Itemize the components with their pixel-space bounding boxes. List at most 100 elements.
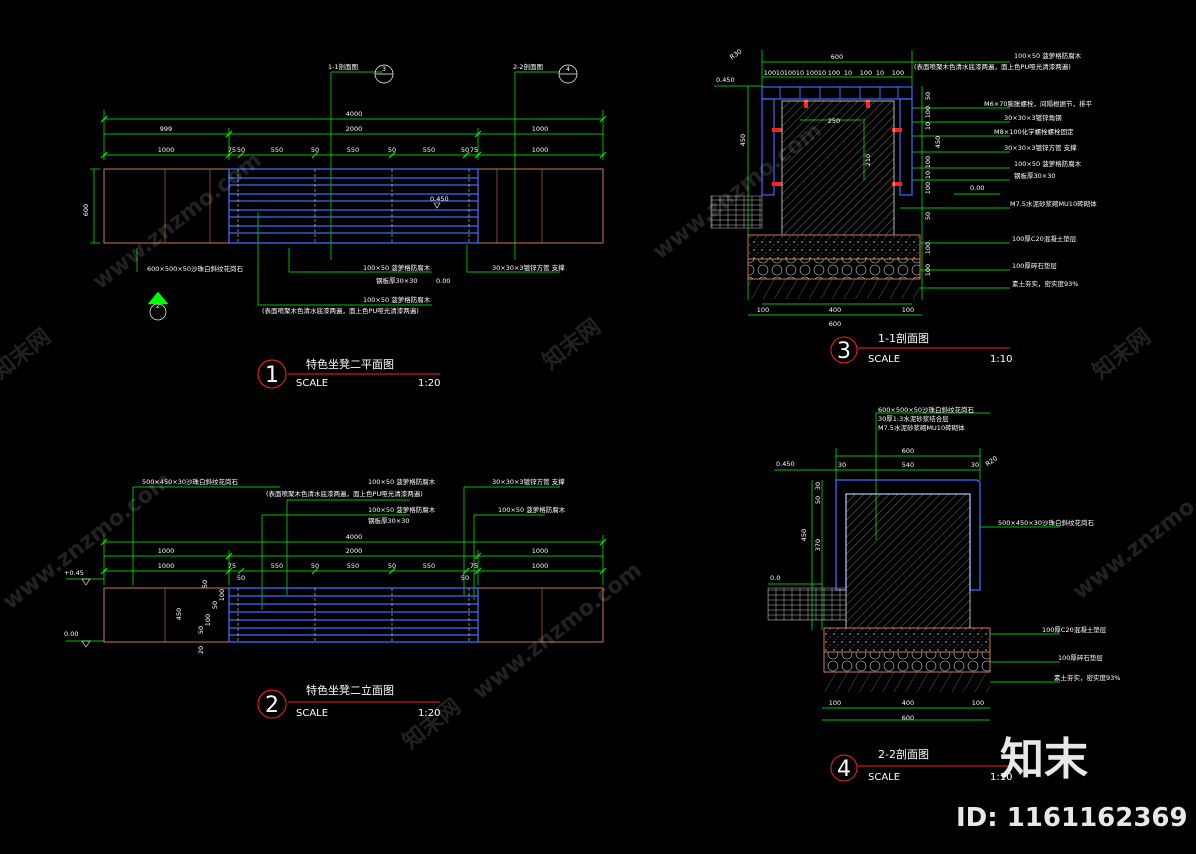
elevation-view: 4000 1000 2000 1000 1000 75 50 550 50 55… (64, 477, 607, 719)
svg-text:50: 50 (924, 92, 932, 100)
svg-text:75: 75 (228, 562, 236, 570)
plan-view: 4000 999 2000 1000 1000 75 50 550 50 550… (82, 62, 607, 389)
svg-text:600: 600 (902, 714, 914, 722)
svg-text:450: 450 (800, 529, 808, 541)
svg-text:210: 210 (864, 154, 872, 166)
svg-text:10: 10 (924, 171, 932, 179)
svg-text:(表面喷聚木色清水底漆两遍，面上色PU哑光清漆两遍): (表面喷聚木色清水底漆两遍，面上色PU哑光清漆两遍) (914, 62, 1071, 71)
section2-title-circle (830, 754, 858, 782)
svg-text:1000: 1000 (158, 547, 175, 555)
svg-text:50: 50 (814, 496, 822, 504)
elevation-number: 2 (265, 693, 279, 718)
svg-text:M7.5水泥砂浆砌MU10砖砌体: M7.5水泥砂浆砌MU10砖砌体 (878, 423, 965, 432)
section2-view: 600 30 540 30 30 50 370 450 100 400 100 … (767, 405, 1120, 783)
svg-text:www.znzmo.com: www.znzmo.com (1068, 458, 1196, 605)
svg-text:10: 10 (796, 69, 804, 77)
elevation-level-top: +0.45 (64, 569, 84, 577)
svg-text:1000: 1000 (532, 547, 549, 555)
svg-text:知末网: 知末网 (0, 324, 56, 385)
svg-text:www.znzmo.com: www.znzmo.com (0, 468, 177, 615)
section2-scale-label: SCALE (868, 772, 900, 783)
svg-text:10: 10 (876, 69, 884, 77)
svg-text:M7.5水泥砂浆砌MU10砖砌体: M7.5水泥砂浆砌MU10砖砌体 (1010, 199, 1097, 208)
svg-text:30: 30 (971, 461, 979, 469)
svg-text:100: 100 (860, 69, 872, 77)
svg-text:100厚C20混凝土垫层: 100厚C20混凝土垫层 (1042, 625, 1107, 634)
svg-text:100×50 菠萝格防腐木: 100×50 菠萝格防腐木 (363, 263, 431, 272)
section2-notes-top: 600×500×50沙珠白斜纹花岗石 30厚1:3水泥砂浆结合层 M7.5水泥砂… (878, 405, 974, 432)
section1-level2: 0.00 (970, 184, 984, 192)
section2-radius: R20 (984, 454, 999, 468)
svg-text:钢板厚30×30: 钢板厚30×30 (1014, 171, 1056, 180)
svg-text:30×30×3镀锌方管 支撑: 30×30×3镀锌方管 支撑 (492, 477, 565, 486)
svg-text:100: 100 (924, 182, 932, 194)
section1-title: 1-1剖面图 (878, 331, 929, 345)
svg-text:500×450×30沙珠白斜纹花岗石: 500×450×30沙珠白斜纹花岗石 (142, 477, 238, 486)
section1-level: 0.450 (716, 76, 735, 84)
svg-text:100: 100 (806, 69, 818, 77)
svg-text:400: 400 (902, 699, 914, 707)
svg-text:100: 100 (204, 614, 212, 626)
plan-dim-total: 4000 (346, 110, 363, 118)
svg-text:知末网: 知末网 (538, 314, 606, 375)
watermark-logo: 知末 (1000, 734, 1088, 785)
elevation-level-bottom: 0.00 (64, 630, 78, 638)
section1-paving (710, 195, 763, 229)
svg-text:M6×70膨胀螺栓，间隔根据节，排平: M6×70膨胀螺栓，间隔根据节，排平 (984, 99, 1092, 108)
plan-side-dim: 600 (82, 204, 90, 216)
svg-text:M8×100化学螺栓螺栓固定: M8×100化学螺栓螺栓固定 (994, 127, 1074, 136)
svg-text:550: 550 (347, 562, 359, 570)
svg-text:100: 100 (924, 156, 932, 168)
svg-text:1000: 1000 (532, 562, 549, 570)
svg-text:600×500×50沙珠白斜纹花岗石: 600×500×50沙珠白斜纹花岗石 (878, 405, 974, 414)
section1-top-dims: 600 100 10 100 10 100 10 100 10 100 10 1… (764, 53, 904, 77)
svg-text:素土夯实，密实度93%: 素土夯实，密实度93% (1054, 673, 1120, 682)
section1-side-dim: 450 (739, 134, 747, 146)
svg-text:(表面喷聚木色清水底漆两遍，面上色PU哑光清漆两遍): (表面喷聚木色清水底漆两遍，面上色PU哑光清漆两遍) (266, 489, 423, 498)
section1-view: 600 100 10 100 10 100 10 100 10 100 10 1… (710, 47, 1097, 365)
svg-text:450: 450 (934, 136, 942, 148)
svg-text:10: 10 (776, 69, 784, 77)
section1-notes: 100×50 菠萝格防腐木 (表面喷聚木色清水底漆两遍，面上色PU哑光清漆两遍)… (914, 51, 1097, 288)
section1-scale: 1:10 (990, 354, 1012, 365)
svg-text:1000: 1000 (532, 146, 549, 154)
elevation-scale: 1:20 (418, 708, 440, 719)
plan-view-no: 2 (156, 302, 160, 310)
svg-text:2000: 2000 (346, 125, 363, 133)
svg-text:30×30×3镀锌方管 支撑: 30×30×3镀锌方管 支撑 (1004, 143, 1077, 152)
section1-bottom-dims: 100 400 100 600 (757, 306, 914, 328)
svg-text:400: 400 (829, 306, 841, 314)
svg-text:www.znzmo.com: www.znzmo.com (468, 558, 646, 705)
section2-bottom-dims: 100 400 100 600 (829, 699, 984, 722)
svg-text:550: 550 (423, 146, 435, 154)
svg-text:100厚C20混凝土垫层: 100厚C20混凝土垫层 (1012, 234, 1077, 243)
section1-soil (748, 279, 920, 299)
elevation-side-dims: 50 450 20 50 100 50 100 (175, 580, 226, 654)
plan-section2-label: 2-2剖面图 (513, 62, 543, 71)
svg-text:100: 100 (784, 69, 796, 77)
section2-top-dims: 600 30 540 30 (838, 447, 979, 469)
section2-scale: 1:10 (990, 772, 1012, 783)
section2-level: 0.450 (776, 460, 795, 468)
elevation-dims-row1: 1000 2000 1000 (158, 547, 549, 555)
svg-text:100: 100 (829, 699, 841, 707)
svg-text:1000: 1000 (158, 562, 175, 570)
elevation-wood-slats (228, 587, 479, 643)
section1-title-circle (830, 336, 858, 364)
svg-text:50: 50 (197, 626, 205, 634)
plan-title-circle (257, 359, 287, 389)
section1-inner-dims: 250 210 (828, 117, 872, 166)
svg-text:30厚1:3水泥砂浆结合层: 30厚1:3水泥砂浆结合层 (878, 414, 949, 423)
svg-text:知末网: 知末网 (1088, 324, 1156, 385)
svg-text:10: 10 (844, 69, 852, 77)
svg-text:50: 50 (201, 580, 209, 588)
svg-text:450: 450 (175, 608, 183, 620)
svg-text:50: 50 (311, 146, 319, 154)
svg-text:100: 100 (828, 69, 840, 77)
section2-paving (767, 587, 847, 621)
svg-text:100: 100 (764, 69, 776, 77)
svg-text:10: 10 (818, 69, 826, 77)
watermark-id: ID: 1161162369 (956, 803, 1188, 833)
section2-dimension-lines (768, 412, 1060, 721)
svg-text:50: 50 (924, 212, 932, 220)
